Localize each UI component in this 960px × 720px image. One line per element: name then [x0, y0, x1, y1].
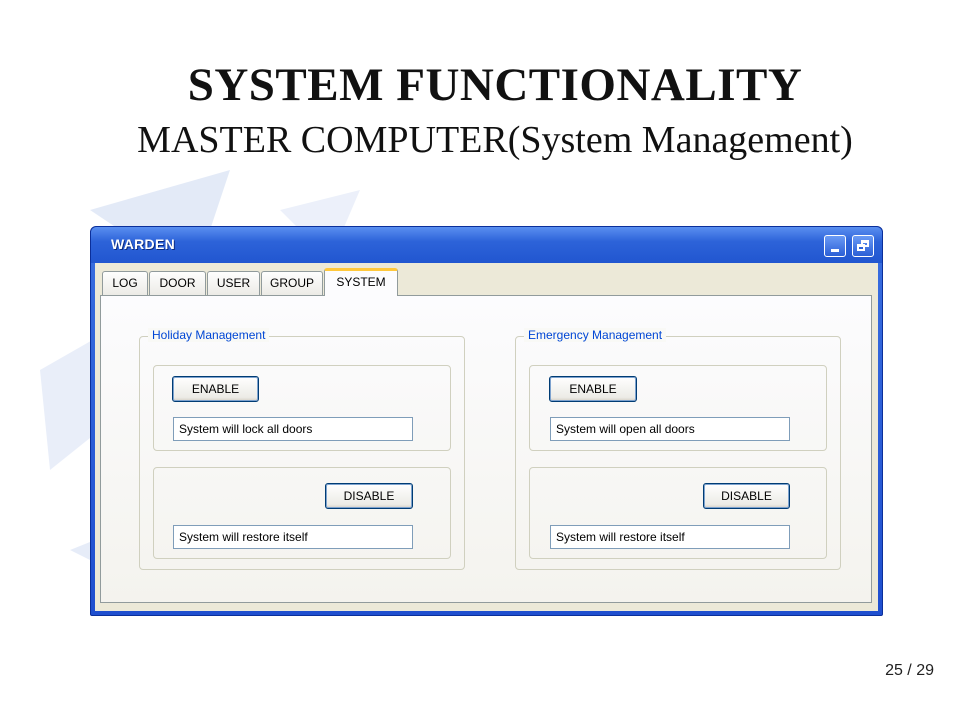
slide-title: SYSTEM FUNCTIONALITY [187, 59, 803, 111]
slide-subtitle: MASTER COMPUTER(System Management) [137, 119, 853, 161]
window-title: WARDEN [111, 236, 176, 252]
emergency-disable-button[interactable]: DISABLE [703, 483, 790, 509]
holiday-enable-box: ENABLE System will lock all doors [153, 365, 451, 451]
emergency-disable-status-field[interactable]: System will restore itself [550, 525, 790, 549]
holiday-management-legend: Holiday Management [148, 328, 270, 342]
minimize-button[interactable] [824, 235, 846, 257]
emergency-management-group: Emergency Management ENABLE System will … [515, 328, 841, 570]
holiday-management-group: Holiday Management ENABLE System will lo… [139, 328, 465, 570]
holiday-disable-box: DISABLE System will restore itself [153, 467, 451, 559]
warden-window: WARDEN LOG DOOR USER GROUP SYSTEM Holida… [90, 226, 883, 616]
emergency-enable-box: ENABLE System will open all doors [529, 365, 827, 451]
emergency-management-legend: Emergency Management [524, 328, 667, 342]
holiday-disable-button[interactable]: DISABLE [325, 483, 413, 509]
restore-button[interactable] [852, 235, 874, 257]
holiday-disable-status-field[interactable]: System will restore itself [173, 525, 413, 549]
window-titlebar[interactable]: WARDEN [91, 227, 882, 263]
emergency-disable-box: DISABLE System will restore itself [529, 467, 827, 559]
emergency-enable-status-field[interactable]: System will open all doors [550, 417, 790, 441]
emergency-enable-button[interactable]: ENABLE [549, 376, 637, 402]
holiday-enable-status-field[interactable]: System will lock all doors [173, 417, 413, 441]
holiday-enable-button[interactable]: ENABLE [172, 376, 259, 402]
page-number: 25 / 29 [885, 662, 934, 679]
system-tab-panel: Holiday Management ENABLE System will lo… [100, 295, 872, 603]
window-client-area: LOG DOOR USER GROUP SYSTEM Holiday Manag… [95, 263, 878, 611]
tab-door[interactable]: DOOR [149, 271, 206, 295]
tab-group[interactable]: GROUP [261, 271, 323, 295]
tab-system[interactable]: SYSTEM [324, 268, 398, 296]
tab-user[interactable]: USER [207, 271, 260, 295]
tab-log[interactable]: LOG [102, 271, 148, 295]
